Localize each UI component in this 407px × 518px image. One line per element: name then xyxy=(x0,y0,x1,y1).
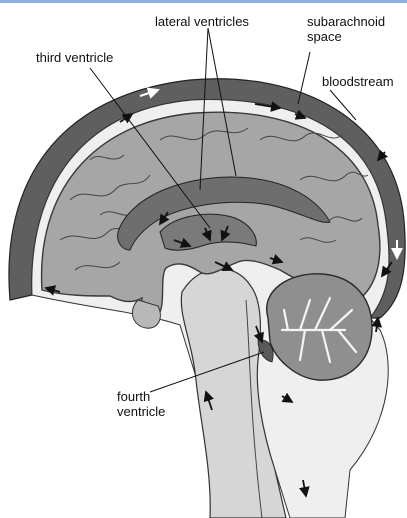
label-lateral-ventricles: lateral ventricles xyxy=(155,14,249,29)
label-subarachnoid: subarachnoid xyxy=(307,14,385,29)
label-fourth: fourth xyxy=(117,389,150,404)
label-space: space xyxy=(307,29,342,44)
label-third-ventricle: third ventricle xyxy=(36,50,113,65)
label-ventricle: ventricle xyxy=(117,404,165,419)
label-bloodstream: bloodstream xyxy=(322,74,394,89)
